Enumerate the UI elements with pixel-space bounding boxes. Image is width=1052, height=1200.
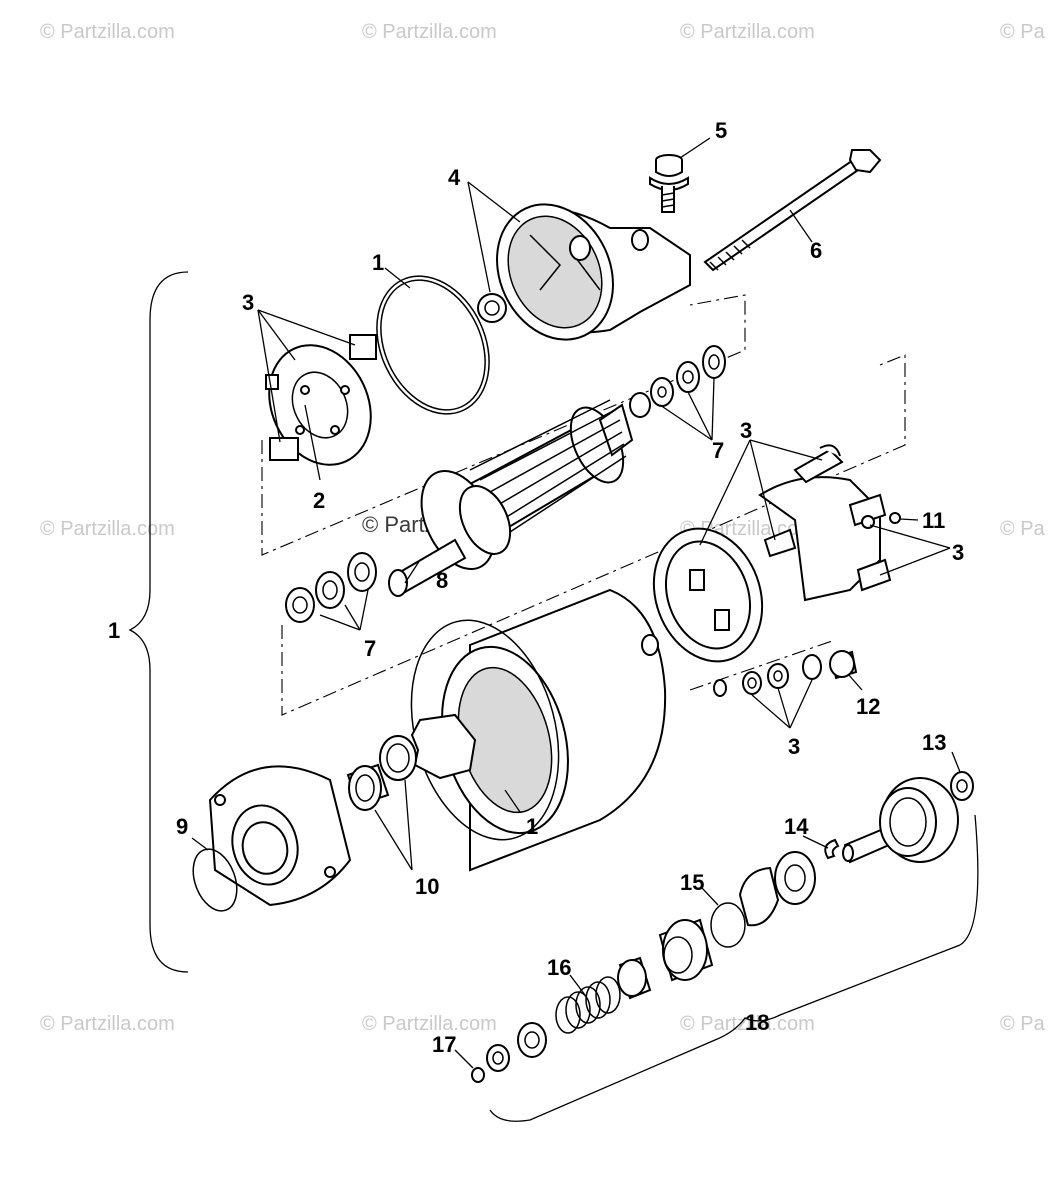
assembly-axis-lines (261, 294, 906, 716)
part-bearings (346, 735, 417, 811)
part-washers-bottom (713, 654, 822, 697)
callout-14: 14 (784, 814, 809, 839)
part-spring (555, 976, 621, 1034)
part-brush-holder (758, 444, 901, 602)
part-spring-washers (486, 1022, 547, 1072)
part-yoke-housing (410, 588, 667, 872)
watermarks: © Partzilla.com © Partzilla.com © Partzi… (40, 21, 1046, 1035)
o-ring-top-inner (380, 279, 486, 411)
part-end-cover (477, 203, 691, 341)
watermark-top-center: © Partzilla.com (362, 21, 497, 43)
drive-brace (489, 814, 979, 1122)
part-yoke-ring (652, 527, 764, 663)
callout-labels: 5 4 6 1 3 2 7 3 11 3 8 1 7 12 3 13 1 9 1… (108, 118, 964, 1057)
callout-7-left: 7 (364, 636, 376, 661)
callout-16: 16 (547, 955, 571, 980)
part-snap-ring (710, 902, 746, 948)
leader-lines (191, 137, 961, 1069)
callout-11: 11 (922, 508, 945, 533)
callout-3-bottom: 3 (788, 734, 800, 759)
callout-4: 4 (448, 165, 461, 190)
assembly-brace (128, 271, 189, 973)
callout-3-top-left: 3 (242, 290, 254, 315)
part-brush-plate (265, 334, 377, 466)
watermark-bottom-center: © Partzilla.com (362, 1013, 497, 1035)
part-drive-washer (950, 771, 974, 801)
callout-7-top: 7 (712, 438, 724, 463)
callout-10: 10 (415, 874, 439, 899)
watermark-bottom-right: © Partzilla.com (680, 1013, 815, 1035)
part-sleeve (617, 956, 652, 1000)
part-armature (388, 399, 634, 597)
callout-15: 15 (680, 870, 704, 895)
part-washers-left (285, 552, 377, 623)
part-through-bolt (703, 149, 882, 272)
watermark-mid-edge: © Pa (1000, 518, 1046, 540)
callout-9: 9 (176, 814, 188, 839)
callout-1-top: 1 (372, 250, 384, 275)
part-screw (649, 154, 689, 213)
callout-17: 17 (432, 1032, 456, 1057)
part-lock-plate (410, 713, 477, 780)
callout-6: 6 (810, 238, 822, 263)
part-drive-shaft (842, 777, 959, 864)
callout-18: 18 (745, 1010, 769, 1035)
callout-5: 5 (715, 118, 727, 143)
callout-8: 8 (436, 568, 448, 593)
part-clutch-gear (658, 918, 714, 982)
part-small-ring (471, 1067, 485, 1083)
watermark-top-edge: © Pa (1000, 21, 1046, 43)
part-washers-top (629, 345, 726, 418)
part-o-ring-front (192, 848, 238, 912)
part-stopper (738, 851, 816, 927)
callout-12: 12 (856, 694, 880, 719)
watermark-top-left: © Partzilla.com (40, 21, 175, 43)
callout-2: 2 (313, 488, 325, 513)
part-o-ring-top (376, 275, 490, 415)
callout-13: 13 (922, 730, 946, 755)
watermark-bottom-left: © Partzilla.com (40, 1013, 175, 1035)
callout-1-bottom: 1 (526, 814, 538, 839)
callout-1-brace: 1 (108, 618, 120, 643)
part-cap (829, 650, 858, 680)
watermark-mid-left: © Partzilla.com (40, 518, 175, 540)
watermark-bottom-edge: © Pa (1000, 1013, 1046, 1035)
callout-3-right-top: 3 (740, 418, 752, 443)
watermark-top-right: © Partzilla.com (680, 21, 815, 43)
part-clip (824, 838, 840, 860)
callout-3-right: 3 (952, 540, 964, 565)
part-front-housing (208, 765, 352, 907)
